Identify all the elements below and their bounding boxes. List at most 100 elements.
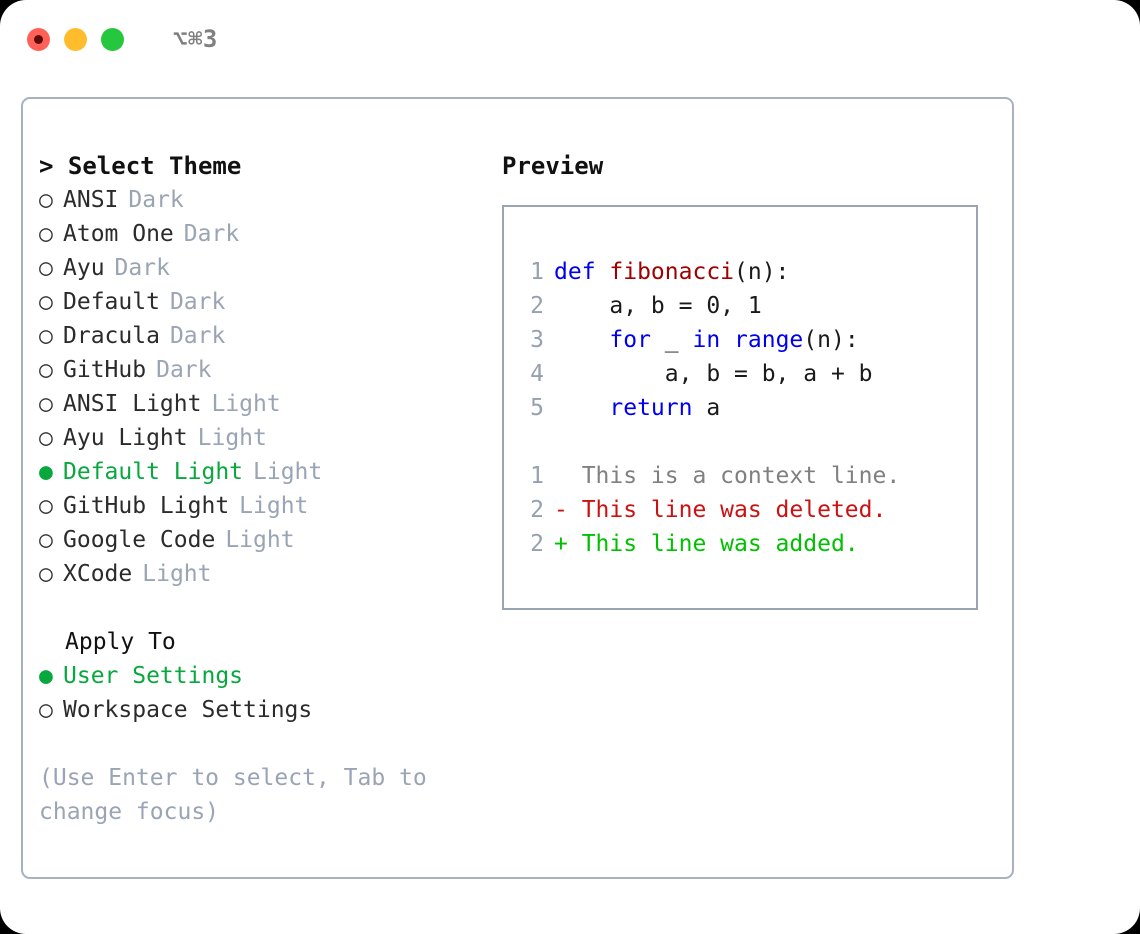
diff-line: 2 + This line was added. (518, 527, 968, 561)
preview-title: Preview (502, 152, 604, 180)
window-controls (27, 27, 124, 51)
code-line: 4 a, b = b, a + b (518, 357, 968, 391)
theme-name-label: ANSI (63, 187, 119, 213)
theme-name-label: GitHub (63, 357, 147, 383)
diff-line-content: + This line was added. (554, 531, 859, 557)
radio-unselected-icon: ○ (39, 289, 53, 315)
theme-variant-tag: Light (239, 493, 309, 519)
theme-name-label: Ayu (63, 255, 105, 281)
radio-unselected-icon: ○ (39, 493, 53, 519)
code-line-number: 4 (530, 361, 544, 387)
code-token: (n): (734, 259, 790, 285)
radio-unselected-icon: ○ (39, 323, 53, 349)
diff-line-number: 1 (530, 463, 544, 489)
theme-list-item[interactable]: ○ Google Code Light (39, 523, 489, 557)
code-token: in (692, 327, 721, 353)
diff-line-content: This is a context line. (554, 463, 901, 489)
theme-list-item[interactable]: ○ ANSI Dark (39, 183, 489, 217)
apply-to-list[interactable]: ● User Settings ○ Workspace Settings (39, 659, 489, 727)
theme-variant-tag: Dark (169, 289, 226, 315)
code-token: return (609, 395, 693, 421)
theme-variant-tag: Light (225, 527, 295, 553)
code-token: a (692, 395, 721, 421)
code-token: for (609, 327, 651, 353)
code-token: fibonacci (609, 259, 735, 285)
diff-line: 2- This line was deleted. (518, 493, 968, 527)
keyboard-shortcut-label: ⌥⌘3 (173, 25, 218, 53)
theme-name-label: Google Code (63, 527, 216, 553)
theme-list-item[interactable]: ○ GitHub Light Light (39, 489, 489, 523)
theme-variant-tag: Light (197, 425, 267, 451)
title-bar: ⌥⌘3 (0, 0, 1140, 78)
theme-name-label: Ayu Light (63, 425, 188, 451)
theme-list-item[interactable]: ○ XCode Light (39, 557, 489, 591)
theme-name-label: Atom One (63, 221, 174, 247)
theme-variant-tag: Light (253, 459, 323, 485)
theme-list-item[interactable]: ● Default Light Light (39, 455, 489, 489)
theme-list-item[interactable]: ○ Atom One Dark (39, 217, 489, 251)
theme-list-item[interactable]: ○ Default Dark (39, 285, 489, 319)
radio-unselected-icon: ○ (39, 527, 53, 553)
apply-to-option[interactable]: ● User Settings (39, 659, 489, 693)
code-line-number: 5 (530, 395, 544, 421)
radio-unselected-icon: ○ (39, 187, 53, 213)
apply-to-option-label: User Settings (63, 663, 244, 689)
code-token: a, b = b, a + b (554, 361, 873, 387)
code-line-content: a, b = b, a + b (554, 357, 873, 391)
radio-unselected-icon: ○ (39, 425, 53, 451)
theme-list-item[interactable]: ○ Ayu Dark (39, 251, 489, 285)
diff-line-number: 2 (530, 497, 544, 523)
radio-unselected-icon: ○ (39, 391, 53, 417)
select-theme-header: > Select Theme (39, 152, 242, 180)
maximize-button[interactable] (101, 27, 124, 51)
close-button[interactable] (27, 27, 50, 51)
theme-variant-tag: Dark (114, 255, 170, 281)
code-token: (n): (803, 327, 859, 353)
code-token (554, 327, 609, 353)
theme-variant-tag: Dark (156, 357, 212, 383)
radio-selected-icon: ● (39, 459, 53, 485)
code-line-number: 3 (530, 327, 544, 353)
apply-to-option[interactable]: ○ Workspace Settings (39, 693, 489, 727)
radio-unselected-icon: ○ (39, 221, 53, 247)
code-token: range (734, 327, 804, 353)
code-line-number: 1 (530, 259, 544, 285)
theme-list-item[interactable]: ○ Ayu Light Light (39, 421, 489, 455)
theme-variant-tag: Dark (128, 187, 184, 213)
code-line: 5 return a (518, 391, 968, 425)
minimize-button[interactable] (64, 27, 87, 51)
apply-to-option-label: Workspace Settings (63, 697, 313, 723)
keyboard-hint-text: (Use Enter to select, Tab to change focu… (39, 765, 427, 825)
apply-to-group: Apply To ● User Settings ○ Workspace Settin… (39, 625, 489, 727)
diff-sample: 1 This is a context line. 2- This line wa… (518, 459, 968, 561)
apply-to-header: Apply To (65, 629, 176, 655)
code-line: 2 a, b = 0, 1 (518, 289, 968, 323)
radio-unselected-icon: ○ (39, 255, 53, 281)
code-line-number: 2 (530, 293, 544, 319)
diff-line-number: 2 (530, 531, 544, 557)
radio-unselected-icon: ○ (39, 561, 53, 587)
theme-variant-tag: Dark (169, 323, 226, 349)
radio-unselected-icon: ○ (39, 697, 53, 723)
theme-name-label: GitHub Light (63, 493, 230, 519)
code-line-content: a, b = 0, 1 (554, 289, 761, 323)
code-line-content: return a (554, 391, 720, 425)
theme-name-label: Default (63, 289, 160, 315)
code-token: _ (650, 327, 693, 353)
theme-variant-tag: Light (142, 561, 212, 587)
theme-variant-tag: Dark (183, 221, 240, 247)
radio-selected-icon: ● (39, 663, 53, 689)
code-token: def (554, 259, 610, 285)
theme-name-label: XCode (63, 561, 133, 587)
theme-name-label: Default Light (63, 459, 244, 485)
theme-variant-tag: Light (211, 391, 281, 417)
